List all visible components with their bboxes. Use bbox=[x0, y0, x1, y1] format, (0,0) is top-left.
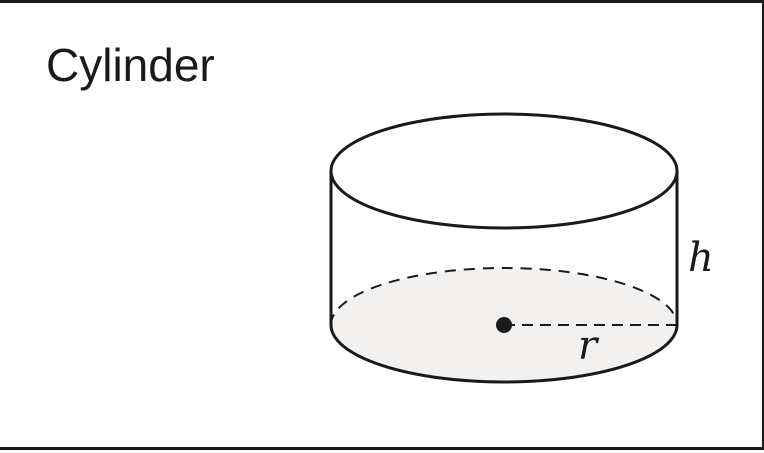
center-point bbox=[496, 317, 512, 333]
radius-label: r bbox=[578, 323, 600, 369]
bottom-base-front-edge bbox=[329, 324, 679, 384]
height-label: h bbox=[688, 235, 714, 281]
figure-title: Cylinder bbox=[46, 39, 215, 91]
cylinder-diagram: h r bbox=[329, 112, 714, 384]
bottom-base-hidden-edge bbox=[330, 267, 678, 326]
top-face bbox=[329, 112, 679, 230]
